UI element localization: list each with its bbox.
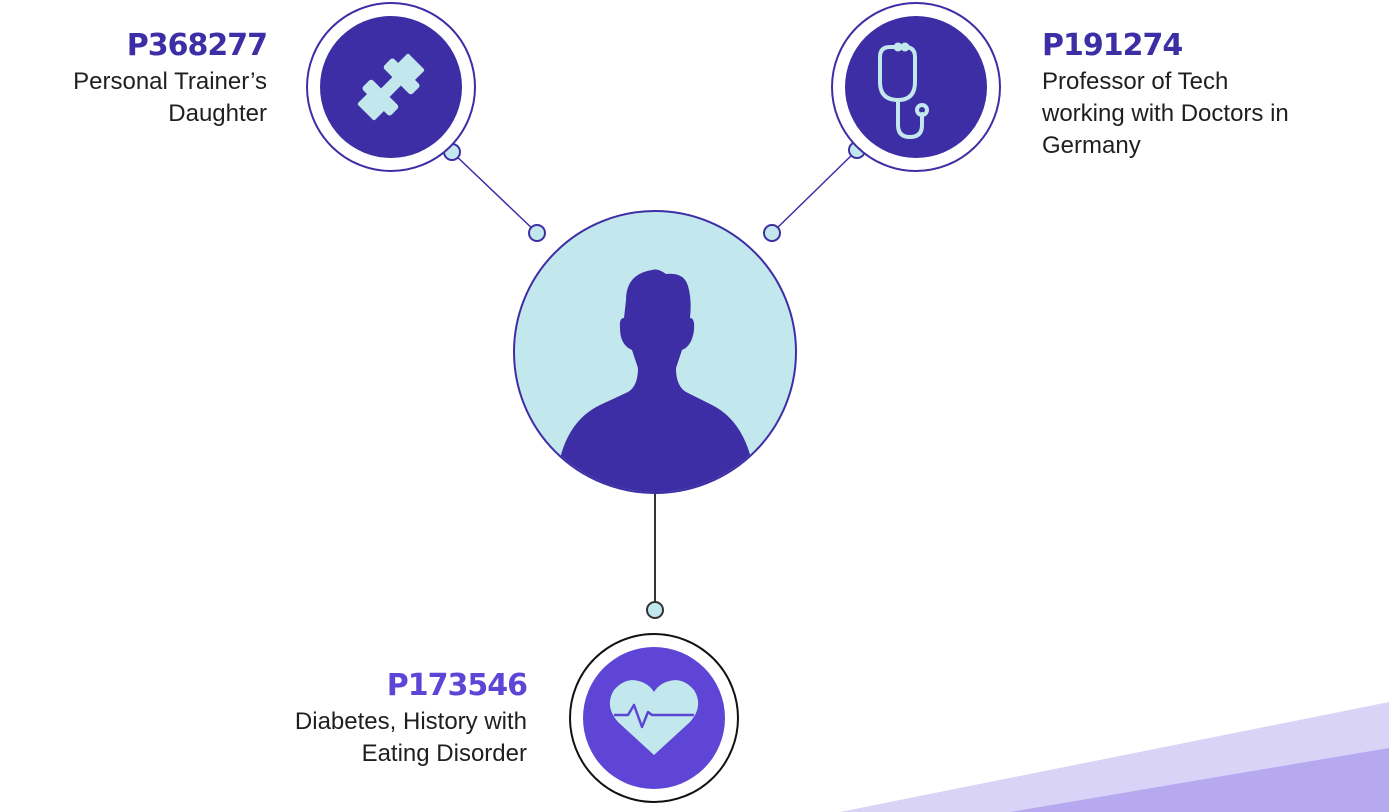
dumbbell-icon xyxy=(357,53,425,121)
persona-label-p173546: P173546 Diabetes, History with Eating Di… xyxy=(294,668,528,770)
connector-dot xyxy=(646,601,664,619)
persona-description-line: Eating Disorder xyxy=(361,740,527,767)
connector-top-left xyxy=(451,151,538,234)
persona-description-line: Professor of Tech xyxy=(1042,68,1229,95)
persona-label-p368277: P368277 Personal Trainer’s Daughter xyxy=(73,28,268,130)
persona-id: P368277 xyxy=(126,28,268,63)
heart-pulse-icon xyxy=(609,680,699,755)
persona-description-line: working with Doctors in xyxy=(1042,100,1289,127)
persona-description-line: Personal Trainer’s xyxy=(73,68,267,95)
persona-description-line: Daughter xyxy=(168,100,267,127)
connector-dot xyxy=(763,224,781,242)
stethoscope-icon xyxy=(878,42,929,139)
persona-node-p368277 xyxy=(306,2,476,172)
persona-description-line: Germany xyxy=(1042,132,1141,159)
connector-top-right xyxy=(771,149,858,234)
persona-id: P173546 xyxy=(386,668,528,703)
pulse-line xyxy=(614,703,694,729)
center-person-node xyxy=(513,210,797,494)
corner-wedge-dark xyxy=(1010,748,1389,812)
connector-dot xyxy=(528,224,546,242)
person-silhouette-icon xyxy=(555,269,757,492)
persona-node-p173546 xyxy=(569,633,739,803)
persona-id: P191274 xyxy=(1042,28,1183,63)
persona-node-p191274 xyxy=(831,2,1001,172)
persona-label-p191274: P191274 Professor of Tech working with D… xyxy=(1042,28,1289,162)
persona-description-line: Diabetes, History with xyxy=(294,708,527,735)
